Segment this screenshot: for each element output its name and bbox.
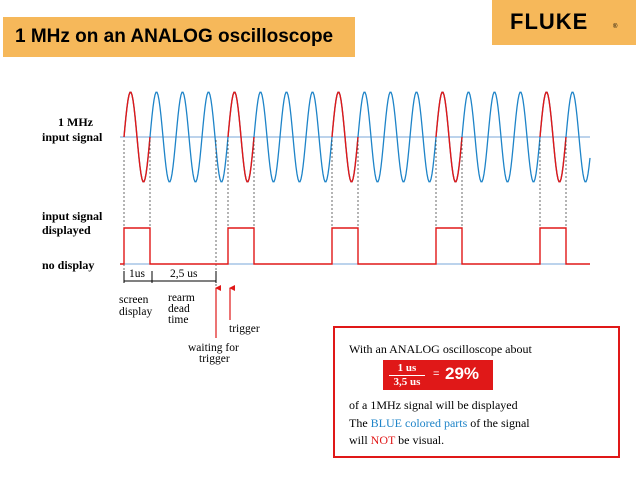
- rearm-label-line3: time: [168, 314, 188, 326]
- page-title: 1 MHz on an ANALOG oscilloscope: [15, 26, 334, 47]
- no-display-label: no display: [42, 258, 94, 272]
- waiting-label-line2: trigger: [199, 353, 230, 365]
- info-displayed-text: of a 1MHz signal will be displayed: [349, 398, 518, 412]
- info-blue-parts-text: The BLUE colored parts of the signal: [349, 416, 530, 431]
- displayed-wave-cycle: [435, 91, 463, 183]
- percent-value: 29%: [445, 364, 480, 383]
- displayed-wave-cycle: [227, 91, 255, 183]
- info-intro-text: With an ANALOG oscilloscope about: [349, 342, 532, 356]
- logo-text: FLUKE: [510, 9, 589, 34]
- result-box: = 29%: [431, 360, 493, 390]
- info-not-highlight: NOT: [370, 433, 396, 447]
- trigger-label: trigger: [229, 323, 260, 335]
- displayed-wave-cycle: [539, 91, 567, 183]
- info-blue-highlight: BLUE colored parts: [370, 416, 468, 430]
- info-line3-end: of the signal: [467, 416, 530, 430]
- fraction-denominator: 3,5 us: [393, 376, 421, 388]
- dim-2-5us-label: 2,5 us: [170, 268, 198, 280]
- info-line3-start: The: [349, 416, 371, 430]
- rearm-label-line2: dead: [168, 303, 190, 315]
- info-box: With an ANALOG oscilloscope about 1 us 3…: [333, 326, 620, 458]
- equals-sign: =: [433, 368, 440, 380]
- screen-label-line2: display: [119, 306, 152, 318]
- rearm-label-line1: rearm: [168, 292, 195, 304]
- waiting-label-line1: waiting for: [188, 342, 239, 354]
- displayed-signal-wave: [123, 91, 567, 183]
- mhz-label-line1: 1 MHz: [58, 115, 94, 129]
- fraction-bar: [389, 375, 425, 376]
- screen-label-line1: screen: [119, 294, 149, 306]
- fraction-box: 1 us 3,5 us: [383, 360, 431, 390]
- info-line4-start: will: [349, 433, 371, 447]
- dimension-2-5us: 2,5 us: [152, 268, 217, 283]
- info-not-visual-text: will NOT be visual.: [349, 433, 444, 448]
- dimension-1us: 1us: [123, 268, 153, 283]
- mhz-label-line2: input signal: [42, 130, 103, 144]
- registered-mark: ®: [613, 24, 618, 30]
- fraction-numerator: 1 us: [397, 362, 417, 374]
- info-line4-end: be visual.: [395, 433, 445, 447]
- dotted-guide-lines: [123, 140, 567, 286]
- displayed-label-line2: displayed: [42, 223, 91, 237]
- dim-1us-label: 1us: [129, 268, 146, 280]
- title-banner: 1 MHz on an ANALOG oscilloscope: [3, 17, 355, 57]
- displayed-wave-cycle: [331, 91, 359, 183]
- fluke-logo: FLUKE ®: [492, 0, 636, 45]
- display-pulse-train: [120, 227, 590, 265]
- displayed-label-line1: input signal: [42, 209, 103, 223]
- displayed-wave-cycle: [123, 91, 151, 183]
